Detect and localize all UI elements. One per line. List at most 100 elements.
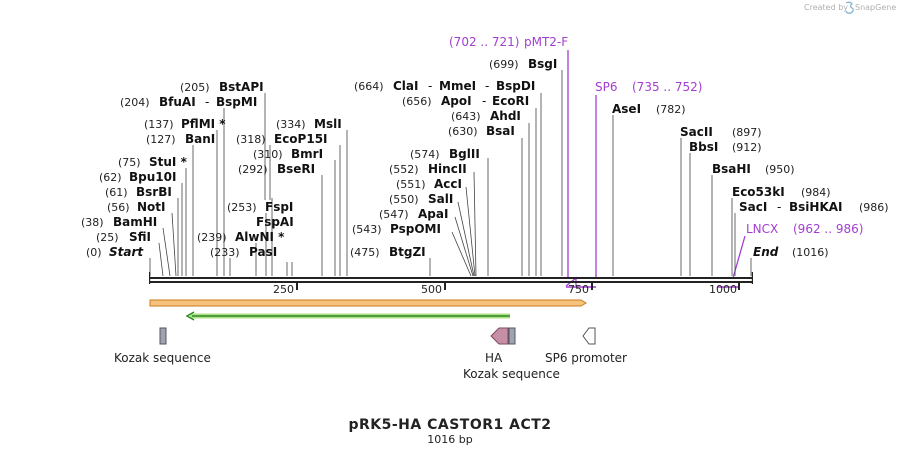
- site-pos-start: (0): [86, 246, 102, 259]
- site-pos-sali: (550): [389, 193, 419, 206]
- feature-label-kozak-2: Kozak sequence: [463, 367, 560, 381]
- scale-ticks: 250 500 750 1000: [273, 283, 740, 296]
- primer-range-lncx: (962 .. 986): [793, 222, 863, 236]
- site-name-sali: SalI: [428, 192, 453, 206]
- site-sep-bfuai: -: [205, 95, 209, 109]
- site-pos-apoi: (656): [402, 95, 432, 108]
- backbone-end-cap: [751, 272, 753, 284]
- site-name-bglii: BglII: [449, 147, 480, 161]
- orf-reverse-arrowhead: [185, 311, 195, 321]
- tick-label-1000: 1000: [709, 283, 737, 296]
- tick-mark-250: [296, 283, 298, 290]
- site-pos-alwni: (239): [197, 231, 227, 244]
- site-pos-bsgi: (699): [489, 58, 519, 71]
- site-name-fspi: FspI: [265, 200, 293, 214]
- primer-marks: [565, 50, 746, 288]
- site-pos-saci: (986): [859, 201, 889, 214]
- site-name-bmri: BmrI: [291, 147, 323, 161]
- site-name-btgzi: BtgZI: [389, 245, 426, 259]
- site-name-eco53ki: Eco53kI: [732, 185, 785, 199]
- orf-forward-arrow: [149, 299, 587, 307]
- site-name-noti: NotI: [137, 200, 166, 214]
- site-name-apoi: ApoI: [441, 94, 472, 108]
- ha-tag-arrow: [490, 327, 509, 345]
- site-name-bpu10i: Bpu10I: [129, 170, 176, 184]
- backbone-start-cap: [149, 272, 151, 284]
- site-name-bstapi: BstAPI: [219, 80, 264, 94]
- site-name-start: Start: [109, 245, 144, 259]
- site-name-fspai: FspAI: [256, 215, 294, 229]
- site-pos-pasi: (233): [210, 246, 240, 259]
- site-sep-clai: -: [428, 79, 432, 93]
- site-pos-sacii: (897): [732, 126, 762, 139]
- site-name-bsai: BsaI: [486, 124, 515, 138]
- site-name-pspomi: PspOMI: [390, 222, 441, 236]
- sequence-backbone: [149, 272, 753, 284]
- snapgene-logo-icon: [845, 1, 854, 14]
- site-pos-acci: (551): [396, 178, 426, 191]
- tick-mark-500: [444, 283, 446, 290]
- site-name-bsgi: BsgI: [528, 57, 557, 71]
- site-pos-ahdi: (643): [451, 110, 481, 123]
- primer-name-lncx: LNCX: [746, 222, 778, 236]
- site-name-end: End: [753, 245, 779, 259]
- site-pos-sfii: (25): [96, 231, 119, 244]
- site-pos-bstapi: (205): [180, 81, 210, 94]
- site-name-pflmi: PflMI *: [181, 117, 226, 131]
- site-pos-end: (1016): [792, 246, 829, 259]
- leader-acci: [465, 186, 476, 277]
- leader-hincii: [473, 171, 477, 277]
- site-name-bsrbi: BsrBI: [136, 185, 172, 199]
- site-name-bbsi: BbsI: [689, 140, 718, 154]
- snapgene-credit: Created by SnapGene: [804, 1, 896, 14]
- site-name-pasi: PasI: [249, 245, 277, 259]
- site-name-bani: BanI: [185, 132, 215, 146]
- tick-mark-750: [591, 283, 593, 290]
- site-pos-bsahi: (950): [765, 163, 795, 176]
- map-subtitle: 1016 bp: [427, 433, 472, 446]
- site-name-sfii: SfiI: [129, 230, 151, 244]
- kozak-box-2: [508, 327, 516, 345]
- site-pos-noti: (56): [107, 201, 130, 214]
- leader-noti: [171, 212, 177, 277]
- site-sep2-clai: -: [485, 79, 489, 93]
- primer-name-pmt2f: pMT2-F: [524, 35, 568, 49]
- features: Kozak sequence HA Kozak sequence SP6 pro…: [114, 327, 627, 381]
- primer-range-pmt2f: (702 .. 721): [449, 35, 519, 49]
- site-name-ecop15i: EcoP15I: [274, 132, 328, 146]
- site-name-saci: SacI: [739, 200, 767, 214]
- site-pos-fspi: (253): [227, 201, 257, 214]
- site-pos-bani: (127): [146, 133, 176, 146]
- site-pos-clai: (664): [354, 80, 384, 93]
- site-name-msli: MslI: [314, 117, 342, 131]
- leader-apai: [454, 216, 474, 277]
- site-name3-bspdi: BspDI: [496, 79, 535, 93]
- tick-label-500: 500: [421, 283, 442, 296]
- site-name-hincii: HincII: [428, 162, 467, 176]
- tick-label-250: 250: [273, 283, 294, 296]
- site-pos-msli: (334): [276, 118, 306, 131]
- orf-tracks: [149, 299, 587, 321]
- site-pos-apai: (547): [379, 208, 409, 221]
- site-pos-bamhi: (38): [81, 216, 104, 229]
- feature-label-sp6-promoter: SP6 promoter: [545, 351, 627, 365]
- site-name-bsahi: BsaHI: [712, 162, 751, 176]
- map-title: pRK5-HA CASTOR1 ACT2: [348, 417, 551, 433]
- site-pos-stui: (75): [118, 156, 141, 169]
- backbone-bottom-strand: [149, 281, 753, 283]
- site-name-acci: AccI: [434, 177, 462, 191]
- leader-sali: [457, 201, 475, 277]
- site-pos-bglii: (574): [410, 148, 440, 161]
- site-name-sacii: SacII: [680, 125, 713, 139]
- credit-text: Created by: [804, 3, 848, 12]
- site-name2-bsihkai: BsiHKAI: [789, 200, 843, 214]
- site-name-clai: ClaI: [393, 79, 418, 93]
- site-name-apai: ApaI: [418, 207, 448, 221]
- site-pos-btgzi: (475): [350, 246, 380, 259]
- tick-mark-1000: [738, 283, 740, 290]
- site-pos-bseri: (292): [238, 163, 268, 176]
- site-pos-pflmi: (137): [144, 118, 174, 131]
- feature-label-ha: HA: [485, 351, 503, 365]
- site-name2-ecori: EcoRI: [492, 94, 529, 108]
- backbone-top-strand: [149, 277, 753, 279]
